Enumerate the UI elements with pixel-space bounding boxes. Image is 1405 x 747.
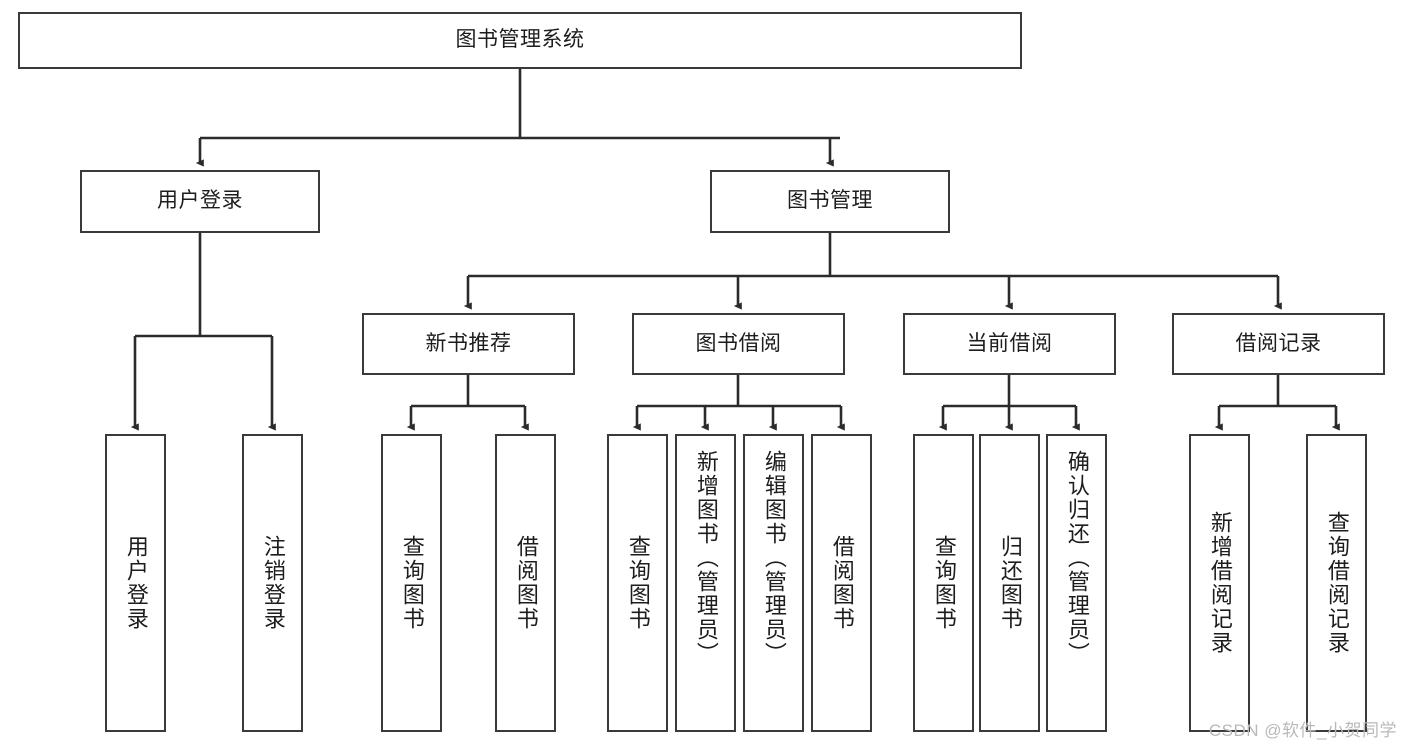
node-label: 借阅图书 bbox=[829, 535, 855, 631]
leaf-new-book-query[interactable]: 查询图书 bbox=[381, 434, 442, 732]
node-label: 归还图书 bbox=[997, 535, 1023, 631]
leaf-current-borrow-return[interactable]: 归还图书 bbox=[979, 434, 1040, 732]
node-user-login[interactable]: 用户登录 bbox=[80, 170, 320, 233]
node-borrow-record[interactable]: 借阅记录 bbox=[1172, 313, 1385, 375]
node-label: 编辑图书（管理员） bbox=[761, 450, 787, 666]
leaf-book-borrow-borrow[interactable]: 借阅图书 bbox=[811, 434, 872, 732]
watermark-text: CSDN @软件_小贺同学 bbox=[1208, 721, 1397, 740]
node-label: 图书借阅 bbox=[695, 331, 782, 355]
node-label: 借阅图书 bbox=[513, 535, 539, 631]
node-label: 查询图书 bbox=[931, 535, 957, 631]
node-label: 用户登录 bbox=[157, 189, 243, 213]
node-label: 查询借阅记录 bbox=[1324, 511, 1350, 655]
node-label: 查询图书 bbox=[399, 535, 425, 631]
leaf-current-borrow-query[interactable]: 查询图书 bbox=[913, 434, 974, 732]
leaf-borrow-record-add[interactable]: 新增借阅记录 bbox=[1189, 434, 1250, 732]
node-label: 图书管理系统 bbox=[455, 28, 585, 52]
leaf-book-borrow-add[interactable]: 新增图书（管理员） bbox=[675, 434, 736, 732]
leaf-user-login-signout[interactable]: 注销登录 bbox=[242, 434, 303, 732]
node-label: 图书管理 bbox=[787, 189, 873, 213]
leaf-book-borrow-query[interactable]: 查询图书 bbox=[607, 434, 668, 732]
node-label: 新增借阅记录 bbox=[1207, 511, 1233, 655]
leaf-current-borrow-confirm[interactable]: 确认归还（管理员） bbox=[1046, 434, 1107, 732]
node-current-borrow[interactable]: 当前借阅 bbox=[903, 313, 1116, 375]
node-label: 用户登录 bbox=[123, 535, 149, 631]
node-root-system[interactable]: 图书管理系统 bbox=[18, 12, 1022, 69]
leaf-user-login-signin[interactable]: 用户登录 bbox=[105, 434, 166, 732]
node-book-management[interactable]: 图书管理 bbox=[710, 170, 950, 233]
node-label: 当前借阅 bbox=[966, 331, 1053, 355]
leaf-book-borrow-edit[interactable]: 编辑图书（管理员） bbox=[743, 434, 804, 732]
node-book-borrow[interactable]: 图书借阅 bbox=[632, 313, 845, 375]
node-label: 查询图书 bbox=[625, 535, 651, 631]
node-label: 借阅记录 bbox=[1235, 331, 1322, 355]
node-new-book-recommend[interactable]: 新书推荐 bbox=[362, 313, 575, 375]
leaf-borrow-record-query[interactable]: 查询借阅记录 bbox=[1306, 434, 1367, 732]
node-label: 新书推荐 bbox=[425, 331, 512, 355]
node-label: 注销登录 bbox=[260, 535, 286, 631]
node-label: 新增图书（管理员） bbox=[693, 450, 719, 666]
node-label: 确认归还（管理员） bbox=[1064, 450, 1090, 666]
leaf-new-book-borrow[interactable]: 借阅图书 bbox=[495, 434, 556, 732]
